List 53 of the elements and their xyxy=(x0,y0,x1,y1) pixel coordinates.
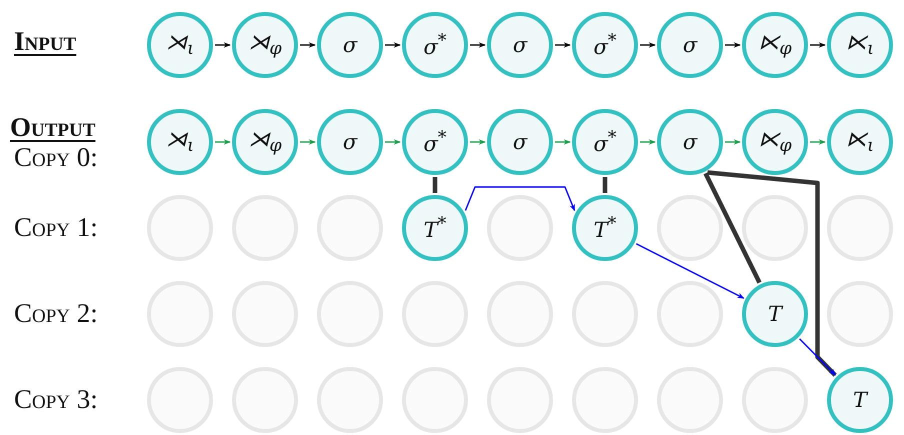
arrow xyxy=(215,42,231,48)
empty-circle xyxy=(657,195,723,261)
arrow xyxy=(470,139,486,145)
arrow xyxy=(555,139,571,145)
connector-line xyxy=(602,177,608,193)
state-symbol: σ xyxy=(512,33,528,57)
state-symbol: σ$^{*}$ xyxy=(423,31,447,59)
state-symbol: σ$^{*}$ xyxy=(593,128,617,156)
state-symbol: σ xyxy=(342,33,358,57)
connector-line xyxy=(707,170,837,377)
state-symbol: σ xyxy=(682,33,698,57)
state-symbol: ⋊$_{φ}$ xyxy=(248,30,282,60)
arrow xyxy=(725,42,741,48)
arrow xyxy=(464,186,576,212)
state-symbol: ⋊$_{ι}$ xyxy=(166,127,194,157)
arrow xyxy=(215,139,231,145)
state-symbol: ⋉$_{ι}$ xyxy=(846,127,874,157)
arrow xyxy=(799,338,836,376)
state-symbol: ⋉$_{ι}$ xyxy=(846,30,874,60)
state-symbol: ⋊$_{ι}$ xyxy=(166,30,194,60)
state-symbol: T xyxy=(852,388,867,412)
arrow xyxy=(725,139,741,145)
row-heading: Output xyxy=(10,112,96,143)
arrow xyxy=(470,42,486,48)
arrow xyxy=(300,139,316,145)
arrow xyxy=(555,42,571,48)
state-symbol: σ xyxy=(342,130,358,154)
arrow xyxy=(385,42,401,48)
state-symbol: T$^{*}$ xyxy=(594,214,616,242)
state-symbol: σ xyxy=(512,130,528,154)
arrow xyxy=(300,42,316,48)
state-symbol: ⋉$_{φ}$ xyxy=(758,127,792,157)
arrow xyxy=(640,42,656,48)
state-symbol: ⋉$_{φ}$ xyxy=(758,30,792,60)
row-label: Copy 3: xyxy=(14,384,98,415)
arrow xyxy=(636,243,744,299)
state-circle xyxy=(742,281,808,347)
arrow xyxy=(810,139,826,145)
state-symbol: T xyxy=(768,302,782,326)
state-symbol: σ$^{*}$ xyxy=(593,31,617,59)
arrow xyxy=(385,139,401,145)
connector-line xyxy=(432,177,438,193)
arrow xyxy=(640,139,656,145)
state-symbol: σ$^{*}$ xyxy=(423,128,447,156)
connector-line xyxy=(703,172,762,284)
row-label: Copy 2: xyxy=(14,298,98,329)
state-symbol: ⋊$_{φ}$ xyxy=(248,127,282,157)
arrow xyxy=(810,42,826,48)
state-symbol: σ xyxy=(682,130,698,154)
row-label: Copy 0: xyxy=(14,142,98,173)
row-label: Copy 1: xyxy=(14,212,98,243)
row-heading: Input xyxy=(14,26,76,57)
state-symbol: T$^{*}$ xyxy=(424,214,446,242)
